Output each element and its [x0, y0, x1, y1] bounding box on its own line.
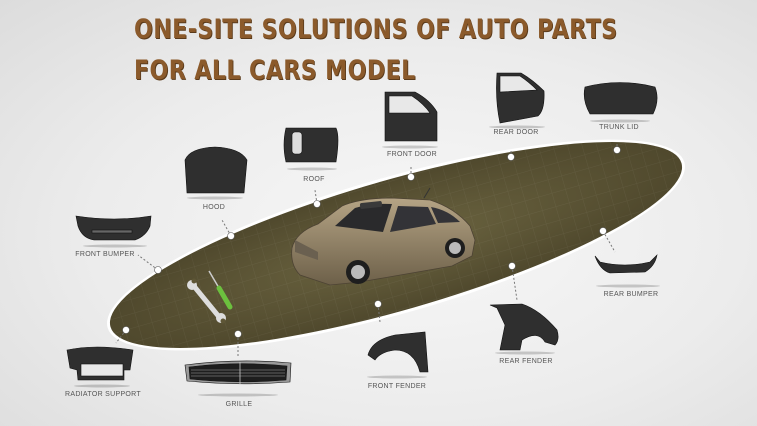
roof-icon	[283, 127, 339, 163]
part-shadows	[74, 119, 660, 397]
label-front-fender: FRONT FENDER	[367, 383, 427, 390]
rear-door-icon	[496, 72, 545, 124]
label-rear-door: REAR DOOR	[493, 129, 539, 136]
label-rear-bumper: REAR BUMPER	[603, 291, 659, 298]
radiator-support-icon	[66, 346, 134, 381]
label-hood: HOOD	[202, 204, 226, 211]
label-front-door: FRONT DOOR	[387, 151, 437, 158]
label-grille: GRILLE	[225, 401, 253, 408]
label-rear-fender: REAR FENDER	[499, 358, 553, 365]
trunk-lid-icon	[583, 82, 658, 115]
grille-icon	[184, 360, 292, 385]
rear-bumper-icon	[594, 254, 658, 274]
wrench-screwdriver-icon	[187, 270, 233, 324]
label-roof: ROOF	[303, 176, 325, 183]
label-radiator-support: RADIATOR SUPPORT	[65, 391, 141, 398]
headline-line-2: FOR ALL CARS MODEL	[134, 55, 416, 86]
front-bumper-icon	[75, 215, 152, 241]
front-fender-icon	[367, 331, 429, 373]
hood-icon	[184, 146, 248, 194]
rear-fender-icon	[489, 303, 559, 351]
label-front-bumper: FRONT BUMPER	[75, 251, 135, 258]
label-trunk-lid: TRUNK LID	[599, 124, 639, 131]
front-door-icon	[384, 91, 438, 142]
headline-line-1: ONE-SITE SOLUTIONS OF AUTO PARTS	[134, 14, 618, 45]
anchor-dots	[122, 146, 621, 338]
sedan-car-icon	[291, 187, 476, 286]
